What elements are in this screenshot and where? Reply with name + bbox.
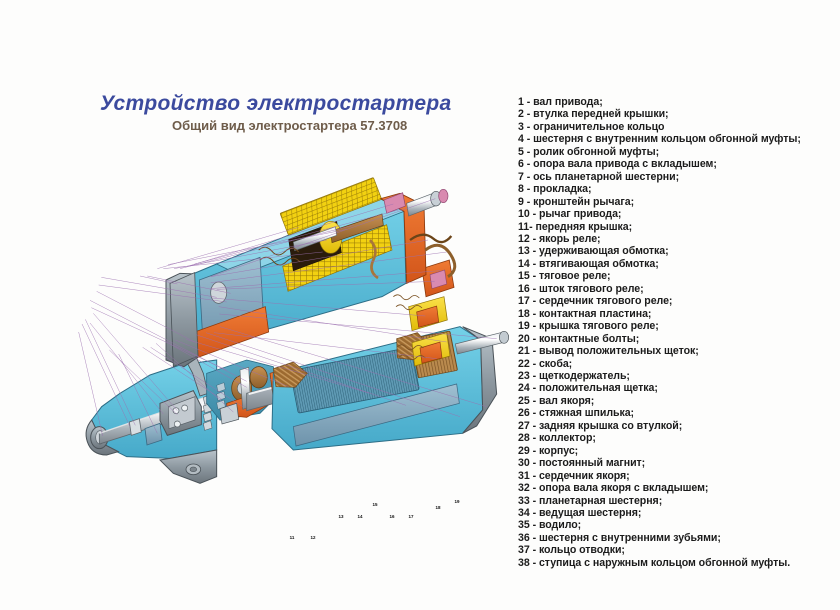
- front-cover-shell: [169, 272, 199, 368]
- legend-item: 4 - шестерня с внутренним кольцом обгонн…: [518, 133, 801, 146]
- legend-item: 22 - скоба;: [518, 357, 573, 370]
- legend-item: 26 - стяжная шпилька;: [518, 407, 635, 420]
- legend-item: 33 - планетарная шестерня;: [518, 494, 663, 507]
- legend-item: 11- передняя крышка;: [518, 220, 633, 233]
- sun-drive-gear: [219, 402, 240, 425]
- legend-item: 34 - ведущая шестерня;: [518, 506, 642, 519]
- callout-numbers: 1234567891011121314151617181920212223242…: [290, 499, 460, 540]
- shift-ring: [144, 422, 163, 446]
- legend-item: 3 - ограничительное кольцо: [518, 120, 665, 133]
- holding-winding: [279, 177, 382, 236]
- legend-item: 30 - постоянный магнит;: [518, 457, 646, 470]
- mounting-hole-bore: [189, 466, 197, 472]
- legend-item: 17 - сердечник тягового реле;: [518, 295, 673, 308]
- callout-number: 17: [408, 514, 414, 519]
- legend-item: 1 - вал привода;: [518, 96, 603, 108]
- legend-item: 20 - контактные болты;: [518, 332, 640, 345]
- armature-core: [289, 347, 420, 414]
- legend-item: 23 - щеткодержатель;: [518, 369, 630, 382]
- positive-brush-upper: [419, 341, 443, 364]
- callout-number: 15: [372, 502, 378, 507]
- brush-springs: [393, 294, 426, 361]
- starter-motor-cutaway-illustration: 1234567891011121314151617181920212223242…: [60, 140, 520, 540]
- rear-cover: [462, 326, 498, 434]
- legend-item: 2 - втулка передней крышки;: [518, 108, 669, 121]
- callout-number: 11: [290, 535, 295, 540]
- legend-item: 29 - корпус;: [518, 444, 579, 457]
- callout-number: 13: [338, 514, 344, 519]
- parts-legend: 1 - вал привода;2 - втулка передней крыш…: [518, 96, 830, 569]
- legend-item: 15 - тяговое реле;: [518, 270, 611, 283]
- cutaway-svg: 1234567891011121314151617181920212223242…: [78, 177, 509, 540]
- limiter-ring: [128, 418, 142, 436]
- through-bolt-head: [499, 331, 509, 344]
- page-subtitle: Общий вид электростартера 57.3708: [172, 118, 408, 133]
- relay-cap: [379, 192, 427, 284]
- internal-tooth-ring: [216, 382, 226, 410]
- legend-item: 5 - ролик обгонной муфты;: [518, 145, 660, 158]
- callout-number: 19: [454, 499, 460, 504]
- internal-copper-link: [369, 239, 379, 280]
- callout-number: 16: [389, 514, 395, 519]
- legend-item: 14 - втягивающая обмотка;: [518, 257, 659, 270]
- positive-lead-strap: [424, 243, 457, 278]
- legend-item: 28 - коллектор;: [518, 432, 596, 445]
- legend-item: 10 - рычаг привода;: [518, 208, 622, 221]
- legend-item: 19 - крышка тягового реле;: [518, 320, 659, 333]
- legend-item: 32 - опора вала якоря с вкладышем;: [518, 482, 709, 495]
- leader-lines: [78, 198, 497, 437]
- permanent-magnet: [292, 383, 460, 447]
- positive-brush-lower: [416, 305, 440, 328]
- legend-item: 27 - задняя крышка со втулкой;: [518, 419, 683, 432]
- callout-number: 18: [435, 505, 441, 510]
- callout-number: 14: [357, 514, 363, 519]
- contact-plate: [383, 192, 406, 214]
- page-title: Устройство электростартера: [100, 92, 452, 115]
- legend-item: 18 - контактная пластина;: [518, 307, 652, 320]
- callout-number: 12: [310, 535, 316, 540]
- legend-item: 16 - шток тягового реле;: [518, 282, 644, 295]
- legend-item: 12 - якорь реле;: [518, 232, 601, 245]
- clutch-inner-ring: [167, 396, 196, 430]
- legend-item: 31 - сердечник якоря;: [518, 469, 630, 482]
- clutch-roller: [181, 404, 188, 412]
- legend-item: 36 - шестерня с внутренними зубьями;: [518, 531, 721, 544]
- legend-item: 6 - опора вала привода с вкладышем;: [518, 158, 717, 171]
- legend-item: 38 - ступица с наружным кольцом обгонной…: [518, 556, 791, 569]
- legend-item: 25 - вал якоря;: [518, 394, 595, 407]
- legend-item: 37 - кольцо отводки;: [518, 544, 625, 557]
- planetary-gear: [249, 366, 268, 389]
- legend-item: 24 - положительная щетка;: [518, 382, 658, 395]
- legend-item: 9 - кронштейн рычага;: [518, 195, 635, 208]
- legend-item: 7 - ось планетарной шестерни;: [518, 170, 680, 183]
- clutch-roller: [172, 407, 180, 414]
- armature-coil-ends-front: [272, 361, 308, 388]
- positive-brush-terminal: [429, 269, 447, 290]
- legend-item: 13 - удерживающая обмотка;: [518, 245, 669, 258]
- legend-item: 21 - вывод положительных щеток;: [518, 345, 699, 358]
- legend-item: 8 - прокладка;: [518, 183, 592, 196]
- legend-item: 35 - водило;: [518, 519, 582, 532]
- clutch-roller: [173, 420, 181, 428]
- contact-bolts: [406, 189, 453, 244]
